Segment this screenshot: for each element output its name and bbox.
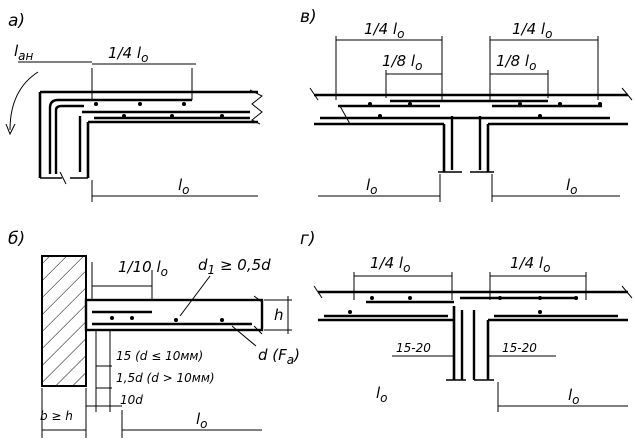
panel-b-span-dim — [121, 410, 262, 438]
svg-text:1/8 lo: 1/8 lo — [496, 52, 536, 73]
panel-v-eighth-right-dim — [489, 70, 549, 98]
panel-b-b-label: b ≥ h — [40, 409, 73, 423]
panel-b-b-dim — [41, 388, 87, 438]
svg-text:lo: lo — [196, 410, 208, 431]
panel-b-slab — [84, 298, 264, 332]
panel-b-ten-d: 10d — [120, 393, 143, 407]
panel-g-gap-right: 15-20 — [502, 341, 537, 355]
svg-text:1/4 lo: 1/4 lo — [510, 254, 550, 275]
svg-text:1/8 lo: 1/8 lo — [382, 52, 422, 73]
panel-b-h-dim — [264, 296, 292, 334]
panel-a-quarter-label: 1/4 l — [108, 44, 142, 62]
panel-a-quarter-dim — [91, 63, 196, 100]
panel-g-column — [452, 306, 490, 380]
panel-v-eighth-right: 1/8 l — [496, 52, 530, 70]
svg-text:lo: lo — [366, 176, 378, 197]
panel-v-span-left-dim — [318, 174, 441, 202]
panel-g-quarter-right-dim — [489, 272, 587, 300]
panel-b-letter: б) — [8, 229, 25, 249]
panel-b-h-label: h — [274, 306, 284, 324]
svg-text:lo: lo — [568, 386, 580, 407]
panel-v-letter: в) — [300, 7, 317, 27]
panel-a: а) 1/4 lo lан lo — [5, 11, 263, 202]
panel-v-eighth-left-dim — [385, 70, 443, 98]
panel-a-anchor-arrow — [9, 71, 39, 131]
panel-v-span-left: l — [366, 176, 371, 194]
svg-text:lo: lo — [376, 384, 388, 405]
svg-text:d1 ≥ 0,5d: d1 ≥ 0,5d — [198, 256, 271, 277]
panel-g-span-right-dim — [497, 382, 628, 412]
svg-text:1/4 lo: 1/4 lo — [108, 44, 148, 65]
panel-g-gap-left: 15-20 — [396, 341, 431, 355]
panel-a-break-line — [249, 89, 263, 125]
panel-v-span-right-dim — [491, 174, 620, 202]
panel-a-span-label: l — [178, 176, 183, 194]
svg-text:lo: lo — [566, 176, 578, 197]
svg-text:1/4 lo: 1/4 lo — [512, 20, 552, 41]
panel-a-span-dim — [91, 180, 258, 202]
panel-v-column — [442, 124, 490, 172]
panel-v-eighth-left: 1/8 l — [382, 52, 416, 70]
panel-b-rule-large: 1,5d (d > 10мм) — [116, 371, 215, 385]
panel-b-span-label: l — [196, 410, 201, 428]
svg-text:lан: lан — [14, 42, 34, 63]
panel-g-span-left: l — [376, 384, 381, 402]
panel-b-d1-label: d — [198, 256, 208, 274]
svg-text:d (Fa): d (Fa) — [258, 346, 300, 367]
panel-v: в) 1/4 lo 1/4 lo 1/8 lo 1/8 lo lo lo — [300, 7, 633, 202]
panel-g-quarter-left-dim — [353, 272, 453, 300]
panel-a-anchor-label: l — [14, 42, 19, 60]
panel-b-rule-small: 15 (d ≤ 10мм) — [116, 349, 203, 363]
svg-text:lo: lo — [178, 176, 190, 197]
panel-g-quarter-left: 1/4 l — [370, 254, 404, 272]
panel-v-top-bars — [338, 99, 602, 108]
panel-g-quarter-right: 1/4 l — [510, 254, 544, 272]
svg-text:1/10 lo: 1/10 lo — [118, 258, 168, 279]
panel-a-top-bar — [48, 98, 192, 174]
panel-v-span-right: l — [566, 176, 571, 194]
panel-b-wall — [41, 255, 87, 387]
panel-v-quarter-left: 1/4 l — [364, 20, 398, 38]
panel-v-quarter-right: 1/4 l — [512, 20, 546, 38]
panel-g-span-right: l — [568, 386, 573, 404]
panel-b-tenth-dim — [91, 262, 153, 300]
panel-g-top-bars — [366, 296, 578, 304]
panel-b-d-label: d (F — [258, 346, 287, 364]
panel-a-letter: а) — [8, 11, 25, 31]
panel-b: б) 1/10 lo d1 ≥ 0,5d h d (Fa) 15 (d ≤ 10 — [8, 229, 300, 438]
panel-b-tenth-label: 1/10 l — [118, 258, 161, 276]
svg-text:1/4 lo: 1/4 lo — [370, 254, 410, 275]
svg-text:1/4 lo: 1/4 lo — [364, 20, 404, 41]
panel-g: г) 1/4 lo 1/4 lo 15-20 15-20 lo lo — [300, 229, 633, 412]
panel-g-letter: г) — [300, 229, 316, 249]
